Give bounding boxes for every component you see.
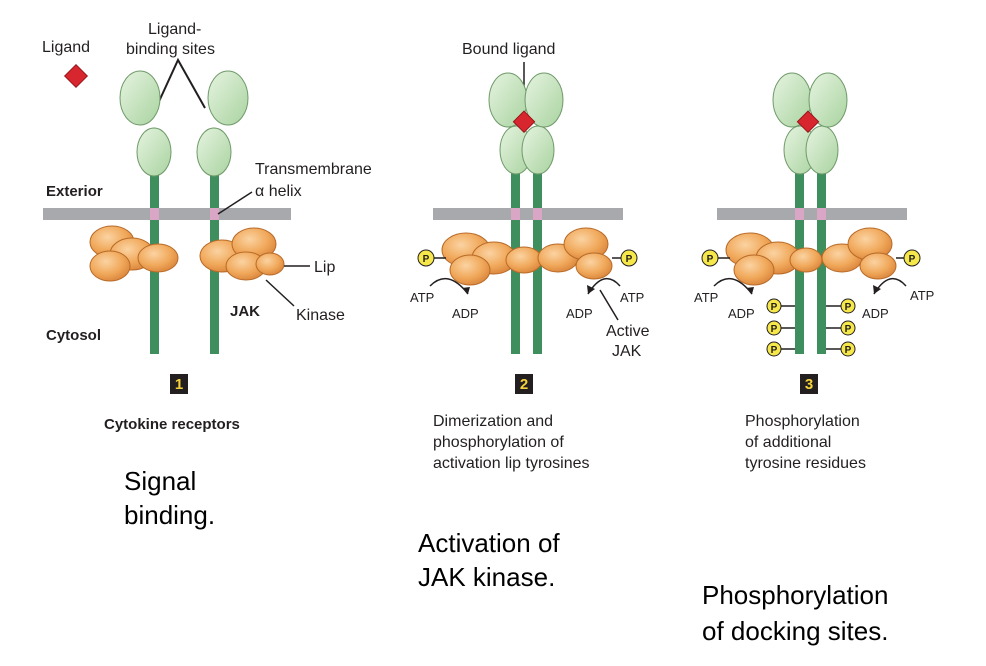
panel-2: Bound ligand P (410, 41, 650, 592)
atp-label: ATP (410, 290, 434, 305)
cytosol-label: Cytosol (46, 327, 101, 344)
phosphate-icon (620, 249, 638, 267)
exterior-label: Exterior (46, 183, 103, 200)
active-jak-label-line1: Active (606, 323, 650, 340)
phosphate-icon (840, 341, 856, 357)
caption-3-line1: Phosphorylation (745, 413, 860, 430)
caption-2-line3: activation lip tyrosines (433, 455, 590, 472)
adp-label: ADP (566, 306, 593, 321)
binding-sites-label-line1: Ligand- (148, 21, 201, 38)
atp-arrow-right-2 (587, 277, 621, 295)
phosphate-letter: P (845, 345, 852, 356)
phosphate-letter: P (626, 254, 633, 265)
summary-3-line2: of docking sites. (702, 616, 888, 646)
jak-left-1 (89, 225, 179, 282)
step-number-box-2 (515, 374, 533, 394)
phosphate-letter: P (771, 302, 778, 313)
panel-1: Ligand Ligand- binding sites Exterior Cy… (42, 21, 372, 530)
summary-2-line2: JAK kinase. (418, 562, 555, 592)
phosphate-icon (840, 320, 856, 336)
summary-2-line1: Activation of (418, 528, 560, 558)
jak-right-3 (821, 227, 897, 280)
bound-ligand-label: Bound ligand (462, 41, 555, 58)
atp-label: ATP (910, 288, 934, 303)
phosphate-letter: P (909, 254, 916, 265)
atp-label: ATP (620, 290, 644, 305)
caption-2-line2: phosphorylation of (433, 434, 564, 451)
phosphate-letter: P (845, 324, 852, 335)
phosphate-icon (701, 249, 719, 267)
step-number-1: 1 (175, 376, 183, 393)
phosphate-icon (840, 298, 856, 314)
caption-2-line1: Dimerization and (433, 413, 553, 430)
caption-3-line2: of additional (745, 434, 831, 451)
summary-1-line1: Signal (124, 466, 196, 496)
active-jak-label-line2: JAK (612, 343, 642, 360)
phosphate-icon (766, 298, 782, 314)
caption-1-line1: Cytokine receptors (104, 416, 240, 433)
transmembrane-label-line2: α helix (255, 183, 302, 200)
docking-phosphates-left: P P P (766, 298, 795, 357)
bound-ligand-diamond-3 (796, 110, 820, 134)
transmembrane-label-line1: Transmembrane (255, 161, 372, 178)
adp-label: ADP (862, 306, 889, 321)
atp-label: ATP (694, 290, 718, 305)
transmembrane-pointer (217, 191, 253, 215)
jak-right-1 (199, 227, 285, 281)
binding-sites-pointer (155, 57, 206, 109)
caption-3-line3: tyrosine residues (745, 455, 866, 472)
docking-phosphates-right: P P P (826, 298, 856, 357)
step-number-3: 3 (805, 376, 813, 393)
bound-ligand-diamond-2 (512, 110, 536, 134)
phosphate-letter: P (771, 345, 778, 356)
lip-label: Lip (314, 259, 335, 276)
jak-left-2 (441, 232, 543, 286)
summary-1-line2: binding. (124, 500, 215, 530)
phosphate-icon (417, 249, 435, 267)
membrane-1 (43, 208, 291, 220)
step-number-box-1 (170, 374, 188, 394)
phosphate-letter: P (707, 254, 714, 265)
atp-arrow-right-3 (873, 277, 907, 295)
phosphate-letter: P (423, 254, 430, 265)
kinase-label: Kinase (296, 307, 345, 324)
kinase-pointer (265, 279, 295, 307)
panel-3: P P ATP ADP ATP ADP P P P P (694, 72, 934, 646)
phosphate-letter: P (845, 302, 852, 313)
phosphate-icon (903, 249, 921, 267)
ligand-label: Ligand (42, 39, 90, 56)
step-number-box-3 (800, 374, 818, 394)
jak-right-2 (537, 227, 613, 280)
adp-label: ADP (452, 306, 479, 321)
binding-sites-label-line2: binding sites (126, 41, 215, 58)
step-number-2: 2 (520, 376, 528, 393)
phosphate-icon (766, 341, 782, 357)
phosphate-icon (766, 320, 782, 336)
membrane-3 (717, 208, 907, 220)
summary-3-line1: Phosphorylation (702, 580, 888, 610)
active-jak-pointer (599, 289, 619, 321)
membrane-2 (433, 208, 623, 220)
phosphate-letter: P (771, 324, 778, 335)
adp-label: ADP (728, 306, 755, 321)
jak-left-3 (725, 232, 823, 286)
jak-label: JAK (230, 303, 260, 320)
free-ligand-diamond (63, 63, 89, 89)
